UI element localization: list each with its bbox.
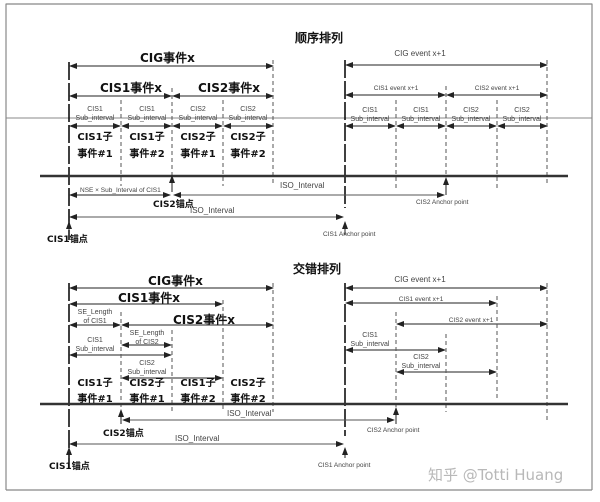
sub-interval-label: CIS1: [362, 107, 378, 114]
iso-interval-label: ISO_Interval: [190, 206, 235, 215]
se-length-cis1-label: SE_Length: [78, 309, 113, 316]
subevent-label: CIS1子: [77, 131, 112, 143]
sequential-diagram: 顺序排列 CIG事件x CIS1事件x CIS2事件x CIS1 Sub_int…: [40, 30, 568, 245]
sub-interval-label: CIS2: [240, 106, 256, 113]
cig-event-x1-label: CIG event x+1: [394, 49, 446, 58]
sub-interval-label: CIS1: [139, 106, 155, 113]
subevent-label: CIS1子: [129, 131, 164, 143]
cig-event-x-label: CIG事件x: [140, 50, 195, 65]
subevent-label: CIS1子: [180, 377, 215, 389]
cis1-anchor-label: CIS1锚点: [47, 233, 88, 245]
cis2-event-x-label: CIS2事件x: [198, 80, 260, 95]
cis1-sub-interval-label: CIS1: [362, 332, 378, 339]
subevent-label: CIS2子: [230, 131, 265, 143]
frame-border: [5, 3, 593, 119]
sub-interval-label: Sub_interval: [402, 116, 441, 123]
sub-interval-label: CIS2: [463, 107, 479, 114]
subevent-label: 事件#2: [129, 147, 164, 160]
se-length-cis2-label: SE_Length: [130, 330, 165, 337]
cis1-event-x1-label: CIS1 event x+1: [399, 296, 444, 303]
sub-interval-label: Sub_interval: [229, 115, 268, 122]
cig-event-x1-label: CIG event x+1: [394, 275, 446, 284]
cig-event-x-label: CIG事件x: [148, 273, 203, 288]
cis2-event-x1-label: CIS2 event x+1: [475, 85, 520, 92]
subevent-label: CIS2子: [180, 131, 215, 143]
subevent-label: CIS2子: [230, 377, 265, 389]
cis2-anchor-point-label: CIS2 Anchor point: [416, 199, 469, 206]
cis2-sub-interval-label: Sub_interval: [402, 363, 441, 370]
subevent-label: 事件#2: [230, 392, 265, 405]
cis2-anchor-point-label: CIS2 Anchor point: [367, 427, 420, 434]
cis1-sub-interval-label: CIS1: [87, 337, 103, 344]
cis1-sub-interval-label: Sub_interval: [351, 341, 390, 348]
iso-interval-label: ISO_Interval: [227, 409, 272, 418]
interleaved-title: 交错排列: [293, 261, 341, 276]
subevent-label: CIS1子: [77, 377, 112, 389]
cis1-anchor-point-label: CIS1 Anchor point: [323, 231, 376, 238]
subevent-label: 事件#1: [77, 147, 112, 160]
sequential-title: 顺序排列: [295, 30, 343, 45]
iso-interval-label: ISO_Interval: [175, 434, 220, 443]
sub-interval-label: CIS2: [514, 107, 530, 114]
sub-interval-label: Sub_interval: [128, 115, 167, 122]
subevent-label: 事件#1: [77, 392, 112, 405]
subevent-label: 事件#1: [180, 147, 215, 160]
sub-interval-label: CIS2: [190, 106, 206, 113]
iso-interval-label: ISO_Interval: [280, 181, 325, 190]
cis2-anchor-label: CIS2锚点: [153, 198, 194, 210]
subevent-label: CIS2子: [129, 377, 164, 389]
sub-interval-label: Sub_interval: [351, 116, 390, 123]
cis1-sub-interval-label: Sub_interval: [76, 346, 115, 353]
nse-label: NSE × Sub_Interval of CIS1: [80, 187, 161, 194]
sub-interval-label: Sub_interval: [76, 115, 115, 122]
subevent-label: 事件#2: [230, 147, 265, 160]
sub-interval-label: CIS1: [87, 106, 103, 113]
cis2-sub-interval-label: CIS2: [139, 360, 155, 367]
se-length-cis1-label: of CIS1: [83, 318, 106, 325]
cis2-event-x1-label: CIS2 event x+1: [449, 317, 494, 324]
cis2-sub-interval-label: Sub_interval: [128, 369, 167, 376]
cis2-anchor-label: CIS2锚点: [103, 427, 144, 439]
interleaved-diagram: 交错排列 CIG事件x CIS1事件x SE_Length of CIS1 CI…: [40, 261, 568, 472]
subevent-label: 事件#2: [180, 392, 215, 405]
cis1-anchor-label: CIS1锚点: [49, 460, 90, 472]
cis2-sub-interval-label: CIS2: [413, 354, 429, 361]
cis1-event-x-label: CIS1事件x: [100, 80, 162, 95]
sub-interval-label: Sub_interval: [179, 115, 218, 122]
sub-interval-label: CIS1: [413, 107, 429, 114]
sub-interval-label: Sub_interval: [452, 116, 491, 123]
watermark: 知乎 @Totti Huang: [428, 466, 563, 484]
cis1-anchor-point-label: CIS1 Anchor point: [318, 462, 371, 469]
sub-interval-label: Sub_interval: [503, 116, 542, 123]
subevent-label: 事件#1: [129, 392, 164, 405]
cis1-event-x-label: CIS1事件x: [118, 290, 180, 305]
cis1-event-x1-label: CIS1 event x+1: [374, 85, 419, 92]
